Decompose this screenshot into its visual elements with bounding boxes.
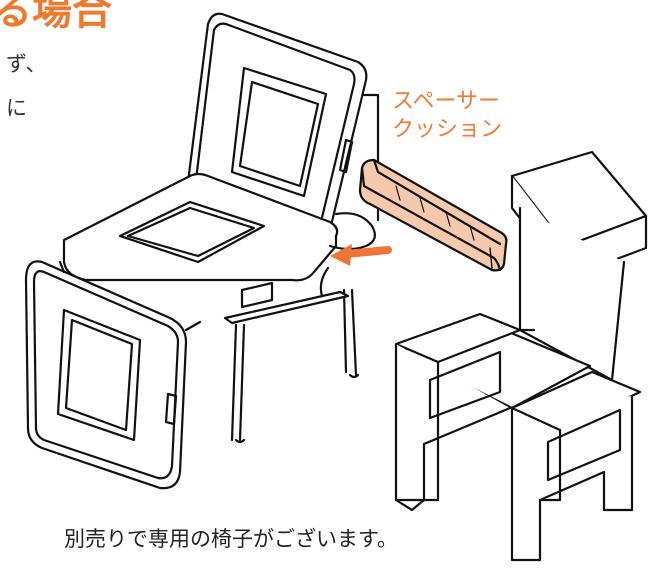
caption: 別売りで専用の椅子がございます。	[64, 527, 398, 551]
insert-direction-arrow	[330, 244, 392, 266]
side-text-line-2: に	[6, 96, 27, 120]
spacer-cushion-illustration	[358, 158, 508, 272]
spacer-label-line-1: スペーサー	[392, 89, 501, 114]
spacer-label-line-2: クッション	[392, 117, 503, 142]
side-text-line-1: ず、	[6, 52, 47, 76]
section-heading: る場合	[0, 0, 112, 34]
dedicated-chair-illustration	[394, 150, 648, 562]
folding-chair-illustration	[24, 12, 380, 490]
